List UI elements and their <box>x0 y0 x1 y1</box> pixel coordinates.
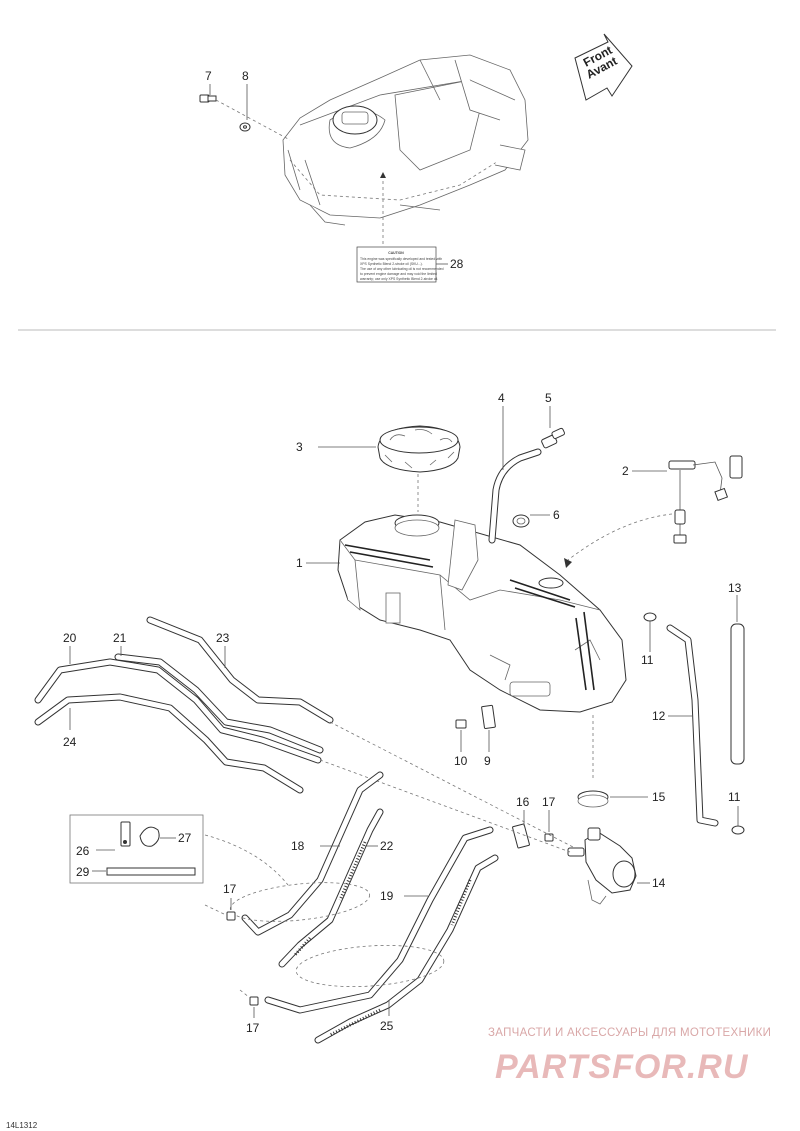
callout-20: 20 <box>63 631 77 645</box>
part-28-caution-label: CAUTION This engine was specifically dev… <box>356 246 444 283</box>
callout-9: 9 <box>484 754 491 768</box>
part-21-hose <box>114 653 324 754</box>
callout-26: 26 <box>76 844 90 858</box>
callout-6: 6 <box>553 508 560 522</box>
watermark-tagline: ЗАПЧАСТИ И АКСЕССУАРЫ ДЛЯ МОТОТЕХНИКИ <box>488 1027 771 1039</box>
caution-line-4: to prevent engine damage and may void th… <box>360 272 437 276</box>
part-23-hose <box>146 616 334 724</box>
callout-28: 28 <box>450 257 464 271</box>
callout-17-upper: 17 <box>542 795 556 809</box>
watermark-logo: PARTSFOR.RU <box>495 1048 749 1086</box>
callout-5: 5 <box>545 391 552 405</box>
callout-17-lower: 17 <box>246 1021 260 1035</box>
caution-line-3: The use of any other lubricating oil is … <box>360 267 444 271</box>
part-29-strip <box>106 867 196 876</box>
callout-29: 29 <box>76 865 90 879</box>
caution-title: CAUTION <box>388 251 404 255</box>
callout-3: 3 <box>296 440 303 454</box>
callout-2: 2 <box>622 464 629 478</box>
callout-25: 25 <box>380 1019 394 1033</box>
part-8-washer <box>239 122 251 132</box>
callout-8: 8 <box>242 69 249 83</box>
part-7-bolt <box>199 94 217 103</box>
part-20-hose <box>34 658 322 764</box>
part-9-plate <box>481 704 496 729</box>
callout-16: 16 <box>516 795 530 809</box>
part-17-clip-lower <box>249 996 259 1006</box>
callout-11-lower: 11 <box>728 790 741 804</box>
callout-12: 12 <box>652 709 666 723</box>
callout-27: 27 <box>178 831 192 845</box>
part-27-clamp <box>139 826 160 847</box>
chassis-assembly-drawing <box>282 54 529 226</box>
caution-line-2: XPS Synthetic Blend 2-stroke oil (SKU...… <box>360 262 423 266</box>
part-22-corrugated-hose <box>278 808 384 968</box>
callout-10: 10 <box>454 754 468 768</box>
callout-14: 14 <box>652 876 666 890</box>
part-5-vent-valve <box>541 427 565 449</box>
part-3-filler-cap <box>377 425 461 473</box>
part-10-screw <box>455 719 467 729</box>
part-1-oil-tank <box>337 514 627 713</box>
callout-18: 18 <box>291 839 305 853</box>
part-17-clip-middle <box>226 911 236 921</box>
part-24-hose <box>34 693 304 794</box>
parts-kit-box: 26 27 29 <box>69 814 204 884</box>
callout-4: 4 <box>498 391 505 405</box>
caution-line-1: This engine was specifically developed a… <box>360 257 442 261</box>
part-13-hose <box>730 623 745 765</box>
callout-15: 15 <box>652 790 666 804</box>
part-12-hose <box>666 624 719 827</box>
callout-7: 7 <box>205 69 212 83</box>
callout-22: 22 <box>380 839 394 853</box>
callout-23: 23 <box>216 631 230 645</box>
caution-line-5: warranty; use only XPS Synthetic Blend 2… <box>360 277 438 281</box>
callout-13: 13 <box>728 581 742 595</box>
part-16-bracket <box>512 823 530 849</box>
callout-11-upper: 11 <box>641 653 654 667</box>
part-18-hose <box>241 771 384 936</box>
callout-24: 24 <box>63 735 77 749</box>
front-direction-arrow: Front Avant <box>574 33 633 101</box>
part-14-oil-pump <box>567 827 637 905</box>
drawing-code: 14L1312 <box>6 1121 38 1130</box>
callout-1: 1 <box>296 556 303 570</box>
part-19-hose <box>264 826 494 1014</box>
part-2-level-sensor <box>668 455 743 544</box>
part-25-corrugated-hose <box>314 854 499 1044</box>
callout-17-middle: 17 <box>223 882 237 896</box>
part-11-fitting-upper <box>643 612 657 622</box>
part-15-seal-ring <box>577 790 609 808</box>
part-6-clamp <box>512 514 530 528</box>
part-11-fitting-lower <box>731 825 745 835</box>
callout-21: 21 <box>113 631 127 645</box>
part-26-bracket <box>120 821 131 847</box>
callout-19: 19 <box>380 889 394 903</box>
part-4-vent-tube <box>488 448 542 544</box>
